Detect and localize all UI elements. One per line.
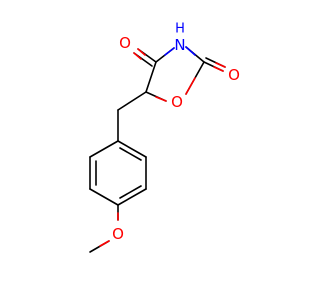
bond-ar1-ar2	[117, 140, 147, 158]
bond-ar4-ar5	[89, 188, 119, 206]
bond-c5-ch2	[117, 91, 147, 111]
bond-layer	[89, 46, 226, 253]
bond-ar-inner-2	[119, 185, 142, 199]
bond-o1-c5-colored-end	[155, 96, 167, 102]
ring-oxygen-label: O	[171, 93, 183, 111]
structure-diagram: O N H O O O	[89, 22, 240, 253]
bond-c4-o-colored-end	[137, 48, 146, 56]
carbonyl-oxygen-left-label: O	[119, 34, 131, 52]
carbonyl-oxygen-right-label: O	[228, 66, 240, 84]
bond-ar-inner-1	[119, 147, 142, 161]
bond-c4-o-double-colored-end	[133, 52, 142, 60]
bond-c4-n3-colored-end	[164, 47, 175, 56]
nitrogen-hydrogen-label: H	[175, 22, 185, 37]
bond-ar3-ar4	[117, 188, 147, 206]
bond-n3-c2-colored-end	[185, 46, 196, 56]
bond-o-ch3-colored-end	[99, 240, 110, 247]
bond-c2-o1-colored-end	[185, 77, 196, 95]
bond-ar6-ar1	[89, 140, 119, 158]
bond-c2-o-double-colored-end	[215, 62, 226, 68]
bond-c5-c4	[145, 61, 157, 93]
bond-c2-o-colored-end	[213, 66, 224, 72]
atom-label-layer: O N H O O O	[112, 22, 240, 244]
methoxy-oxygen-label: O	[112, 225, 124, 243]
nitrogen-label: N	[174, 36, 185, 54]
